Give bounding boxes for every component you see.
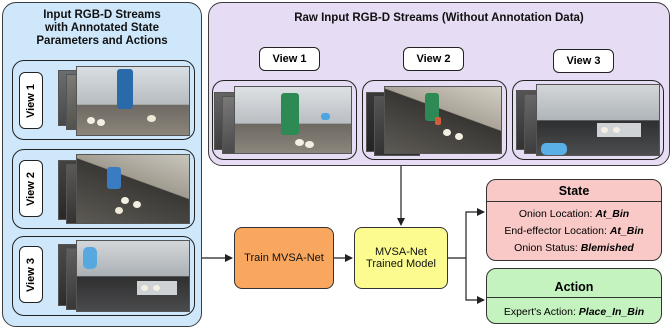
action-title: Action [554,280,594,294]
state-divider [486,201,662,205]
arrow-model-to-action [465,258,485,304]
annotated-view-3-box [12,236,195,316]
state-line-onion-status: Onion Status: Blemished [514,242,634,254]
mvsa-net-model-node: MVSA-Net Trained Model [354,227,448,289]
annotated-view-2-label: View 2 [19,160,43,217]
annotated-view-2-rgb-frame [76,154,190,224]
action-output-box [486,268,662,324]
annotated-view-1-box [12,60,195,140]
state-output-box [486,179,662,261]
raw-view-3-label: View 3 [553,49,614,73]
annotated-view-2-box [12,149,195,229]
annotated-view-3-label: View 3 [19,246,43,303]
raw-view-1-rgb-frame [234,86,352,154]
annotated-view-3-rgb-frame [76,240,190,312]
state-line-onion-location: Onion Location: At_Bin [518,208,630,220]
raw-view-3-box [512,80,664,160]
mvsa-net-model-label-line2: Trained Model [366,258,436,270]
state-line-effector-location: End-effector Location: At_Bin [504,225,644,237]
action-divider [486,297,662,301]
raw-view-2-label: View 2 [403,47,464,71]
action-line-expert-action: Expert's Action: Place_In_Bin [503,306,645,318]
raw-view-2-rgb-frame [384,86,502,154]
annotated-view-1-label: View 1 [19,72,43,129]
train-mvsa-net-label: Train MVSA-Net [244,252,324,264]
raw-view-1-box [212,80,357,160]
mvsa-net-model-label-line1: MVSA-Net [375,246,427,258]
raw-view-2-box [362,80,507,160]
raw-streams-title: Raw Input RGB-D Streams (Without Annotat… [294,12,584,24]
annotated-view-1-rgb-frame [76,66,190,136]
train-mvsa-net-node: Train MVSA-Net [234,227,334,289]
arrow-model-to-state [448,208,485,259]
annotated-streams-title: Input RGB-D Streams with Annotated State… [36,9,168,47]
raw-view-3-rgb-frame [536,84,660,156]
state-title: State [558,184,590,198]
raw-view-1-label: View 1 [259,47,320,71]
